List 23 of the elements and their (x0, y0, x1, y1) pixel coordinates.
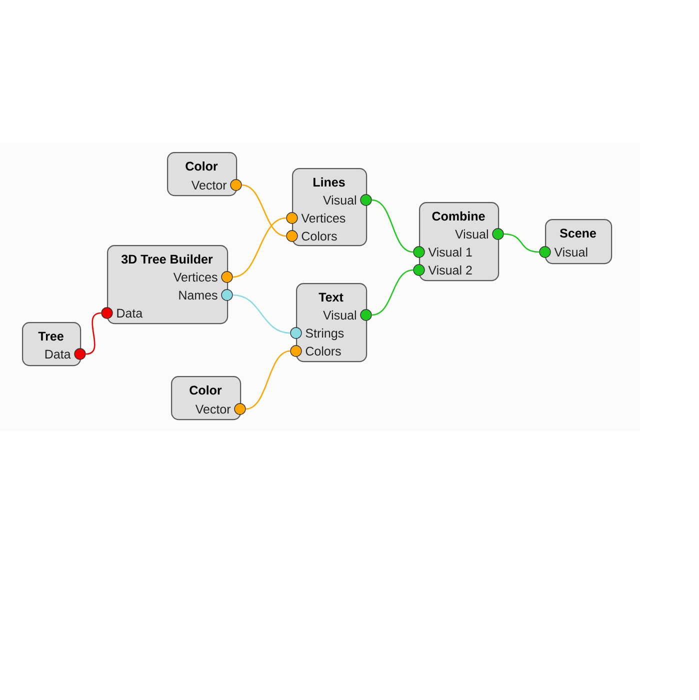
connector (232, 217, 286, 278)
port-label: Visual (323, 310, 356, 320)
port-label: Visual (554, 247, 588, 257)
port-label: Strings (306, 328, 344, 340)
connector (372, 199, 414, 253)
port-label: Colors (302, 231, 337, 241)
port-label: Visual 1 (428, 247, 472, 257)
port-label: Vertices (173, 272, 218, 282)
connector (242, 184, 286, 237)
port-label: Names (179, 290, 218, 300)
connector (232, 294, 290, 334)
port-label: Data (117, 308, 143, 318)
port-label: Visual (455, 229, 488, 239)
port-label: Vertices (301, 213, 346, 223)
connector (246, 350, 290, 410)
port-label: Colors (306, 346, 341, 356)
port-label: Vector (191, 180, 227, 190)
connector (504, 233, 540, 253)
port-label: Vector (195, 404, 231, 414)
connector (372, 269, 414, 316)
port-label: Data (45, 350, 71, 359)
port-label: Visual (323, 195, 356, 205)
port-label: Visual 2 (428, 265, 472, 275)
